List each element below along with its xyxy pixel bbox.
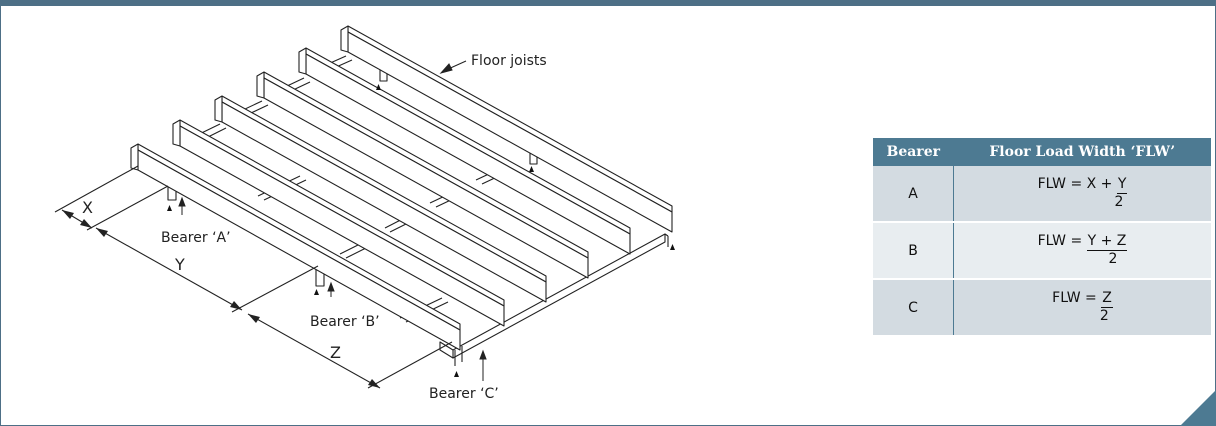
formula-cell: FLW = Y + Z 2 — [953, 221, 1211, 279]
page-corner-fold — [1180, 390, 1216, 426]
label-leaders — [178, 60, 487, 381]
formula-prefix: FLW = X + — [1037, 176, 1117, 192]
header-bearer: Bearer — [873, 138, 954, 166]
bearer-cell: B — [873, 221, 954, 279]
floor-joist — [256, 71, 589, 279]
formula: FLW = X + Y 2 — [1038, 176, 1128, 211]
formula-numerator: Y + Z — [1086, 233, 1128, 251]
formula: FLW = Z 2 — [1052, 290, 1113, 325]
dimension-arrows — [62, 210, 380, 388]
formula-denominator: 2 — [1099, 308, 1109, 324]
bearer-a-label: Bearer ‘A’ — [161, 230, 231, 246]
floor-joist — [340, 25, 673, 233]
formula-prefix: FLW = — [1052, 290, 1102, 306]
table-row: A FLW = X + Y 2 — [873, 166, 1211, 222]
bearer-cell: A — [873, 166, 954, 222]
support-markers — [167, 84, 675, 377]
floor-joist — [214, 95, 547, 303]
formula-prefix: FLW = — [1037, 233, 1087, 249]
formula-denominator: 2 — [1108, 251, 1118, 267]
dimension-lines — [54, 165, 453, 389]
bearer-cell: C — [873, 278, 954, 335]
dimension-z-label: Z — [330, 343, 341, 362]
bearer-c-label: Bearer ‘C’ — [429, 386, 499, 402]
formula-cell: FLW = Z 2 — [953, 278, 1211, 335]
formula: FLW = Y + Z 2 — [1038, 233, 1128, 268]
floor-joists-label: Floor joists — [471, 53, 547, 69]
bearer-b-label: Bearer ‘B’ — [310, 314, 380, 330]
formula-numerator: Y — [1116, 176, 1128, 194]
floor-joist — [130, 143, 461, 351]
header-flw: Floor Load Width ‘FLW’ — [953, 138, 1211, 166]
table-row: B FLW = Y + Z 2 — [873, 221, 1211, 279]
dimension-y-label: Y — [174, 255, 185, 274]
floor-joist — [172, 119, 505, 327]
formula-numerator: Z — [1101, 290, 1113, 308]
formula-denominator: 2 — [1114, 194, 1124, 210]
dimension-x-label: X — [82, 198, 93, 217]
formula-cell: FLW = X + Y 2 — [953, 166, 1211, 222]
floor-joist — [298, 47, 631, 255]
flw-table: Bearer Floor Load Width ‘FLW’ A FLW = X … — [873, 138, 1211, 335]
table-header-row: Bearer Floor Load Width ‘FLW’ — [873, 138, 1211, 166]
table-row: C FLW = Z 2 — [873, 278, 1211, 335]
bearer-c-beam — [439, 233, 669, 366]
